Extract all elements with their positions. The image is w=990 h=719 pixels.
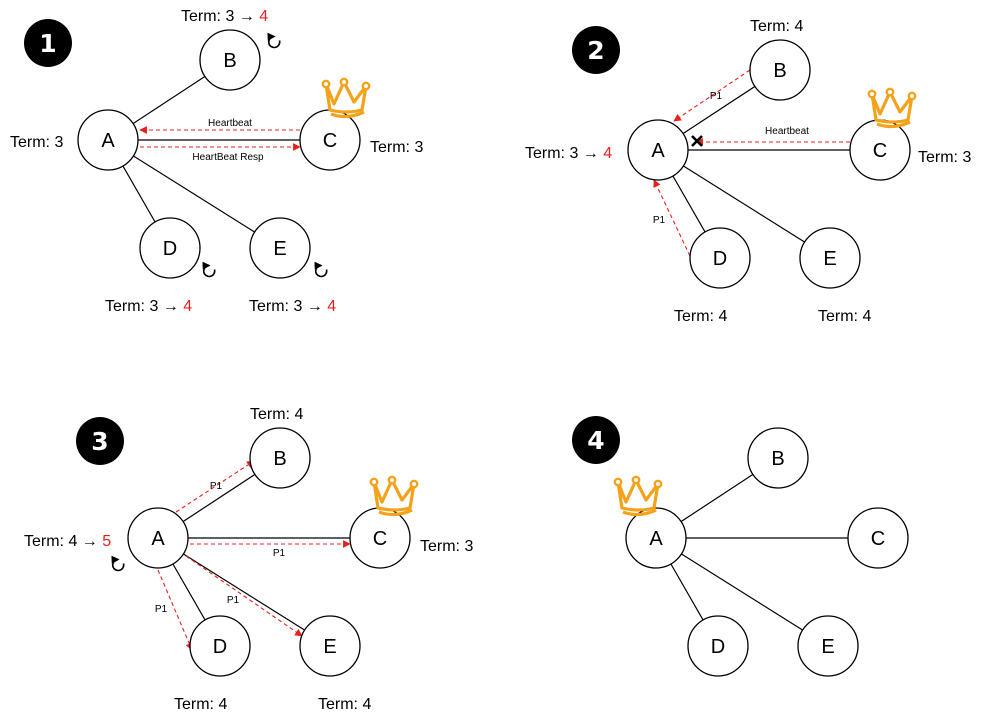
refresh-icon [269, 37, 280, 48]
node-e-label: E [273, 238, 286, 260]
node-d [689, 227, 751, 289]
p1-to-b-label: P1 [210, 481, 223, 492]
node-a [625, 507, 687, 569]
edge-a-e [655, 537, 829, 647]
term-a: Term: 3 [10, 134, 63, 151]
term-e: Term: 4 [318, 696, 371, 713]
crown-icon [613, 475, 663, 517]
edge-a-e [107, 139, 281, 249]
panel-2: 2 P1 P1 Heartbeat A B C D E Term: 3 → 4 … [525, 18, 971, 325]
node-a [127, 507, 189, 569]
panel-number: 3 [91, 427, 108, 456]
panel-number: 1 [39, 29, 56, 58]
panel-1: 1 Heartbeat HeartBeat Resp A B C D E Ter… [10, 8, 423, 315]
p1-to-e-label: P1 [227, 595, 240, 606]
node-c-label: C [873, 140, 887, 162]
p1-to-b-arrow [175, 460, 255, 513]
term-a: Term: 4 → 5 [24, 533, 111, 550]
edge-a-e [657, 149, 831, 259]
node-d [139, 217, 201, 279]
refresh-icon [204, 266, 215, 277]
refresh-icon [316, 266, 327, 277]
node-a-label: A [151, 528, 165, 550]
term-c: Term: 3 [370, 139, 423, 156]
p1-from-b-arrow [673, 69, 751, 122]
node-b [747, 427, 809, 489]
p1-from-b-label: P1 [710, 91, 723, 102]
node-a [627, 119, 689, 181]
node-c-label: C [373, 528, 387, 550]
node-b-label: B [273, 448, 286, 470]
term-d: Term: 3 → 4 [105, 298, 192, 315]
p1-from-d-label: P1 [653, 215, 666, 226]
node-d-label: D [713, 248, 727, 270]
p1-from-d-arrow [653, 179, 691, 257]
term-a: Term: 3 → 4 [525, 145, 612, 162]
node-b [199, 29, 261, 91]
node-e-label: E [821, 636, 834, 658]
node-a-label: A [649, 528, 663, 550]
node-e [799, 227, 861, 289]
node-b-label: B [771, 448, 784, 470]
node-e [797, 615, 859, 677]
node-d-label: D [711, 636, 725, 658]
term-d: Term: 4 [674, 308, 727, 325]
p1-to-d-arrow [157, 569, 193, 651]
node-e-label: E [323, 636, 336, 658]
node-e [299, 615, 361, 677]
heartbeat-label: Heartbeat [765, 126, 809, 137]
node-d [687, 615, 749, 677]
term-b: Term: 4 [750, 18, 803, 35]
term-b: Term: 3 → 4 [181, 8, 268, 25]
refresh-icon [113, 560, 124, 571]
node-c-label: C [323, 130, 337, 152]
p1-to-d-label: P1 [155, 604, 168, 615]
node-b-label: B [223, 50, 236, 72]
panel-number-badge: 4 [572, 416, 620, 464]
term-e: Term: 3 → 4 [249, 298, 336, 315]
panel-number-badge: 1 [24, 19, 72, 67]
panel-number: 2 [587, 36, 604, 65]
p1-to-c-label: P1 [273, 548, 286, 559]
crown-icon [369, 475, 419, 517]
node-a [77, 109, 139, 171]
panel-number-badge: 3 [76, 417, 124, 465]
term-c: Term: 3 [918, 149, 971, 166]
node-a-label: A [101, 130, 115, 152]
term-c: Term: 3 [420, 538, 473, 555]
node-c [847, 507, 909, 569]
node-c-label: C [871, 528, 885, 550]
term-d: Term: 4 [174, 696, 227, 713]
p1-to-e-arrow [185, 555, 303, 637]
node-d [189, 615, 251, 677]
node-b [749, 39, 811, 101]
crown-icon [867, 87, 917, 129]
node-b-label: B [773, 60, 786, 82]
node-b [249, 427, 311, 489]
term-e: Term: 4 [818, 308, 871, 325]
heartbeat-label: Heartbeat [208, 118, 252, 129]
blocked-x-icon [691, 135, 703, 147]
panel-number: 4 [587, 426, 604, 455]
node-a-label: A [651, 140, 665, 162]
panel-number-badge: 2 [572, 26, 620, 74]
node-d-label: D [213, 636, 227, 658]
panel-4: 4 A B C D E [572, 416, 909, 677]
heartbeat-resp-label: HeartBeat Resp [192, 152, 264, 163]
panel-3: 3 P1 P1 P1 P1 A B C D E Term: 4 → 5 Term… [24, 406, 473, 713]
node-e [249, 217, 311, 279]
node-d-label: D [163, 238, 177, 260]
crown-icon [321, 77, 371, 119]
term-b: Term: 4 [250, 406, 303, 423]
node-e-label: E [823, 248, 836, 270]
